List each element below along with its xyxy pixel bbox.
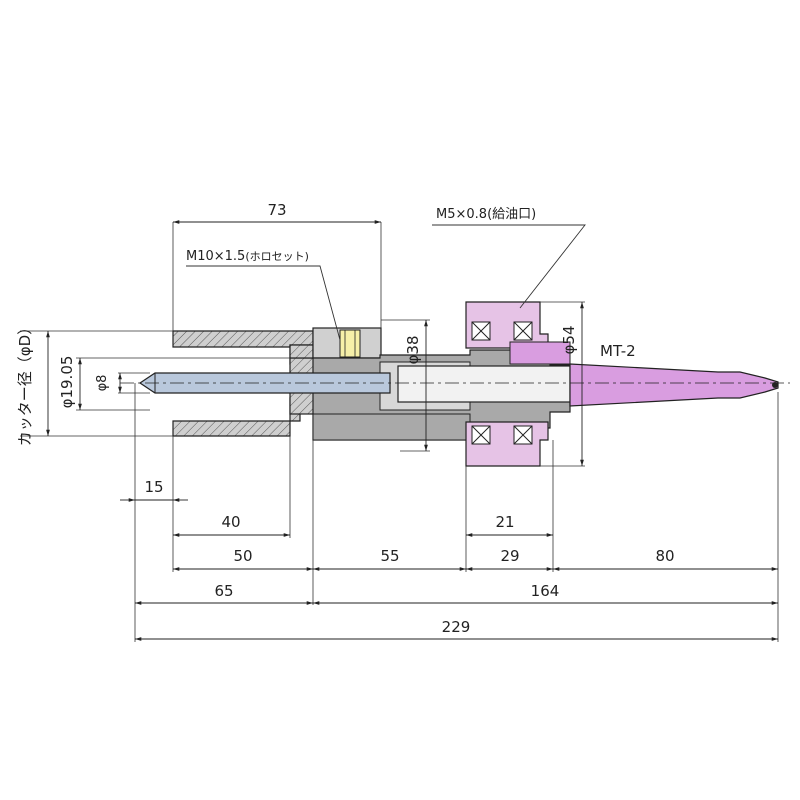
dia-19-05: φ19.05: [58, 356, 76, 409]
setscrew: [339, 329, 361, 358]
callout-m10-thread: M10×1.5: [186, 249, 245, 264]
callout-mt2: MT-2: [600, 342, 636, 360]
callout-m5-note: (給油口): [487, 207, 536, 222]
dim-55: 55: [380, 547, 399, 565]
dim-21: 21: [495, 513, 514, 531]
dim-80: 80: [655, 547, 674, 565]
cutter-diameter-label: カッター径（φD）: [16, 320, 34, 446]
holder-bottom-arm: [172, 397, 301, 437]
body-lower-gray: [312, 413, 471, 441]
holder-hub-upper: [289, 344, 314, 359]
callout-m10-note: (ホロセット): [245, 250, 309, 263]
dim-229: 229: [442, 618, 471, 636]
dia-8: φ8: [95, 375, 110, 392]
mt2-taper: [569, 363, 779, 407]
tool-body: [120, 301, 790, 467]
dim-15: 15: [144, 478, 163, 496]
spindle: [397, 365, 571, 403]
extension-lines: [20, 222, 779, 642]
taper-collar: [509, 341, 571, 365]
dia-54: φ54: [560, 326, 578, 355]
bearing-lower: [471, 425, 533, 445]
dim-73: 73: [267, 201, 286, 219]
callout-m5-thread: M5×0.8: [436, 207, 487, 222]
dim-29: 29: [500, 547, 519, 565]
bearing-upper: [471, 321, 533, 341]
dia-38: φ38: [404, 336, 422, 365]
dim-40: 40: [221, 513, 240, 531]
dim-164: 164: [531, 582, 560, 600]
dim-65: 65: [214, 582, 233, 600]
dimension-lines: [46, 220, 778, 641]
leader-lines: [186, 224, 586, 341]
callout-m10: M10×1.5(ホロセット): [186, 249, 309, 264]
callout-m5: M5×0.8(給油口): [436, 207, 536, 222]
dim-50: 50: [233, 547, 252, 565]
